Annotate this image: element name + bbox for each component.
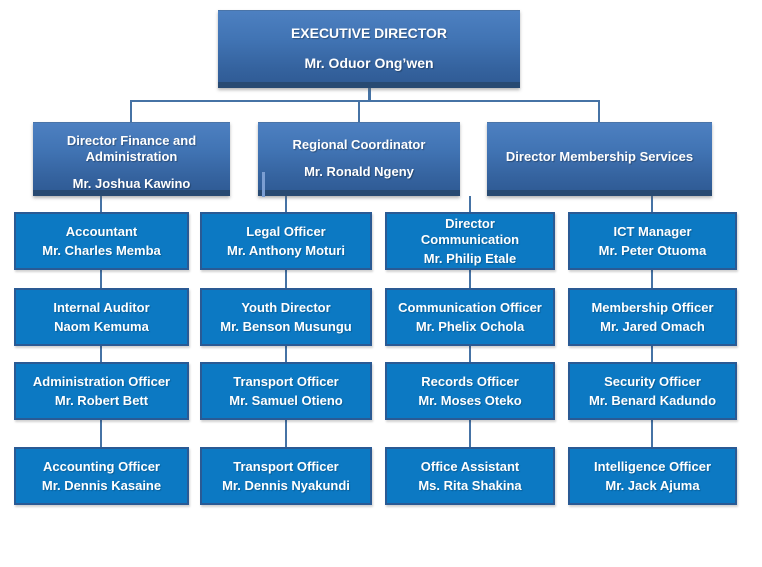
connector-drop-regional [358, 100, 360, 122]
org-node-transport-officer-2: Transport Officer Mr. Dennis Nyakundi [200, 447, 372, 505]
node-person: Mr. Dennis Kasaine [41, 478, 162, 493]
connector-col2-r1r2 [285, 270, 287, 288]
node-title: EXECUTIVE DIRECTOR [290, 25, 448, 41]
node-person: Mr. Jared Omach [600, 319, 705, 334]
node-person: Mr. Samuel Otieno [229, 393, 343, 408]
node-title: Security Officer [604, 374, 701, 389]
connector-col2-r2r3 [285, 346, 287, 362]
connector-col4-r1r2 [651, 270, 653, 288]
node-title: Intelligence Officer [593, 459, 712, 474]
connector-col1-top [100, 196, 102, 212]
connector-col2-top [285, 196, 287, 212]
node-title: Accountant [65, 224, 138, 239]
org-node-director-communication: Director Communication Mr. Philip Etale [385, 212, 555, 270]
node-person: Ms. Rita Shakina [418, 478, 522, 493]
org-node-regional-coordinator: Regional Coordinator Mr. Ronald Ngeny [258, 122, 460, 197]
node-title: Transport Officer [233, 459, 339, 474]
node-person: Mr. Joshua Kawino [72, 176, 191, 191]
node-title: Director Communication [420, 215, 520, 247]
node-title: Regional Coordinator [292, 137, 426, 152]
org-node-youth-director: Youth Director Mr. Benson Musungu [200, 288, 372, 346]
node-person: Mr. Benson Musungu [220, 319, 352, 334]
org-node-communication-officer: Communication Officer Mr. Phelix Ochola [385, 288, 555, 346]
connector-col2-r3r4 [285, 420, 287, 447]
node-title: Internal Auditor [53, 300, 150, 315]
connector-col3-r1r2 [469, 270, 471, 288]
org-node-security-officer: Security Officer Mr. Benard Kadundo [568, 362, 737, 420]
node-person: Mr. Robert Bett [54, 393, 149, 408]
node-person: Mr. Benard Kadundo [588, 393, 717, 408]
node-title: ICT Manager [613, 224, 692, 239]
connector-col3-r2r3 [469, 346, 471, 362]
org-node-intelligence-officer: Intelligence Officer Mr. Jack Ajuma [568, 447, 737, 505]
node-title: Membership Officer [591, 300, 714, 315]
org-node-director-membership-services: Director Membership Services [487, 122, 712, 196]
org-node-office-assistant: Office Assistant Ms. Rita Shakina [385, 447, 555, 505]
connector-col3-top [469, 196, 471, 212]
node-person: Mr. Anthony Moturi [227, 243, 345, 258]
node-person: Naom Kemuma [54, 319, 149, 334]
node-title: Transport Officer [233, 374, 339, 389]
node-title: Youth Director [241, 300, 331, 315]
org-node-accounting-officer: Accounting Officer Mr. Dennis Kasaine [14, 447, 189, 505]
connector-col3-r3r4 [469, 420, 471, 447]
org-node-records-officer: Records Officer Mr. Moses Oteko [385, 362, 555, 420]
node-title: Administration Officer [32, 374, 171, 389]
org-node-executive-director: EXECUTIVE DIRECTOR Mr. Oduor Ong’wen [218, 10, 520, 88]
node-person: Mr. Dennis Nyakundi [222, 478, 350, 493]
node-title: Legal Officer [246, 224, 326, 239]
connector-col4-r2r3 [651, 346, 653, 362]
node-person: Mr. Jack Ajuma [605, 478, 700, 493]
connector-col1-r1r2 [100, 270, 102, 288]
node-person: Mr. Peter Otuoma [598, 243, 707, 258]
connector-horizontal-level1 [130, 100, 600, 102]
node-title: Communication Officer [398, 300, 542, 315]
node-title: Director Membership Services [505, 148, 694, 164]
connector-drop-membership [598, 100, 600, 122]
stray-mark [262, 172, 265, 197]
node-person: Mr. Phelix Ochola [415, 319, 525, 334]
node-title: Records Officer [421, 374, 519, 389]
org-node-director-finance-admin: Director Finance and Administration Mr. … [33, 122, 230, 196]
node-person: Mr. Philip Etale [423, 250, 517, 266]
connector-col1-r3r4 [100, 420, 102, 447]
org-node-internal-auditor: Internal Auditor Naom Kemuma [14, 288, 189, 346]
connector-drop-finance [130, 100, 132, 122]
node-title: Office Assistant [420, 459, 520, 474]
connector-col4-top [651, 196, 653, 212]
connector-col4-r3r4 [651, 420, 653, 447]
connector-root-stub [368, 88, 371, 101]
node-person: Mr. Moses Oteko [418, 393, 522, 408]
node-person: Mr. Ronald Ngeny [304, 164, 414, 179]
node-person: Mr. Oduor Ong’wen [304, 55, 434, 71]
org-node-membership-officer: Membership Officer Mr. Jared Omach [568, 288, 737, 346]
node-person: Mr. Charles Memba [42, 243, 161, 258]
node-title: Accounting Officer [42, 459, 160, 474]
org-node-transport-officer-1: Transport Officer Mr. Samuel Otieno [200, 362, 372, 420]
org-node-accountant: Accountant Mr. Charles Memba [14, 212, 189, 270]
org-node-ict-manager: ICT Manager Mr. Peter Otuoma [568, 212, 737, 270]
node-title: Director Finance and Administration [66, 133, 197, 164]
connector-col1-r2r3 [100, 346, 102, 362]
org-node-legal-officer: Legal Officer Mr. Anthony Moturi [200, 212, 372, 270]
org-node-administration-officer: Administration Officer Mr. Robert Bett [14, 362, 189, 420]
